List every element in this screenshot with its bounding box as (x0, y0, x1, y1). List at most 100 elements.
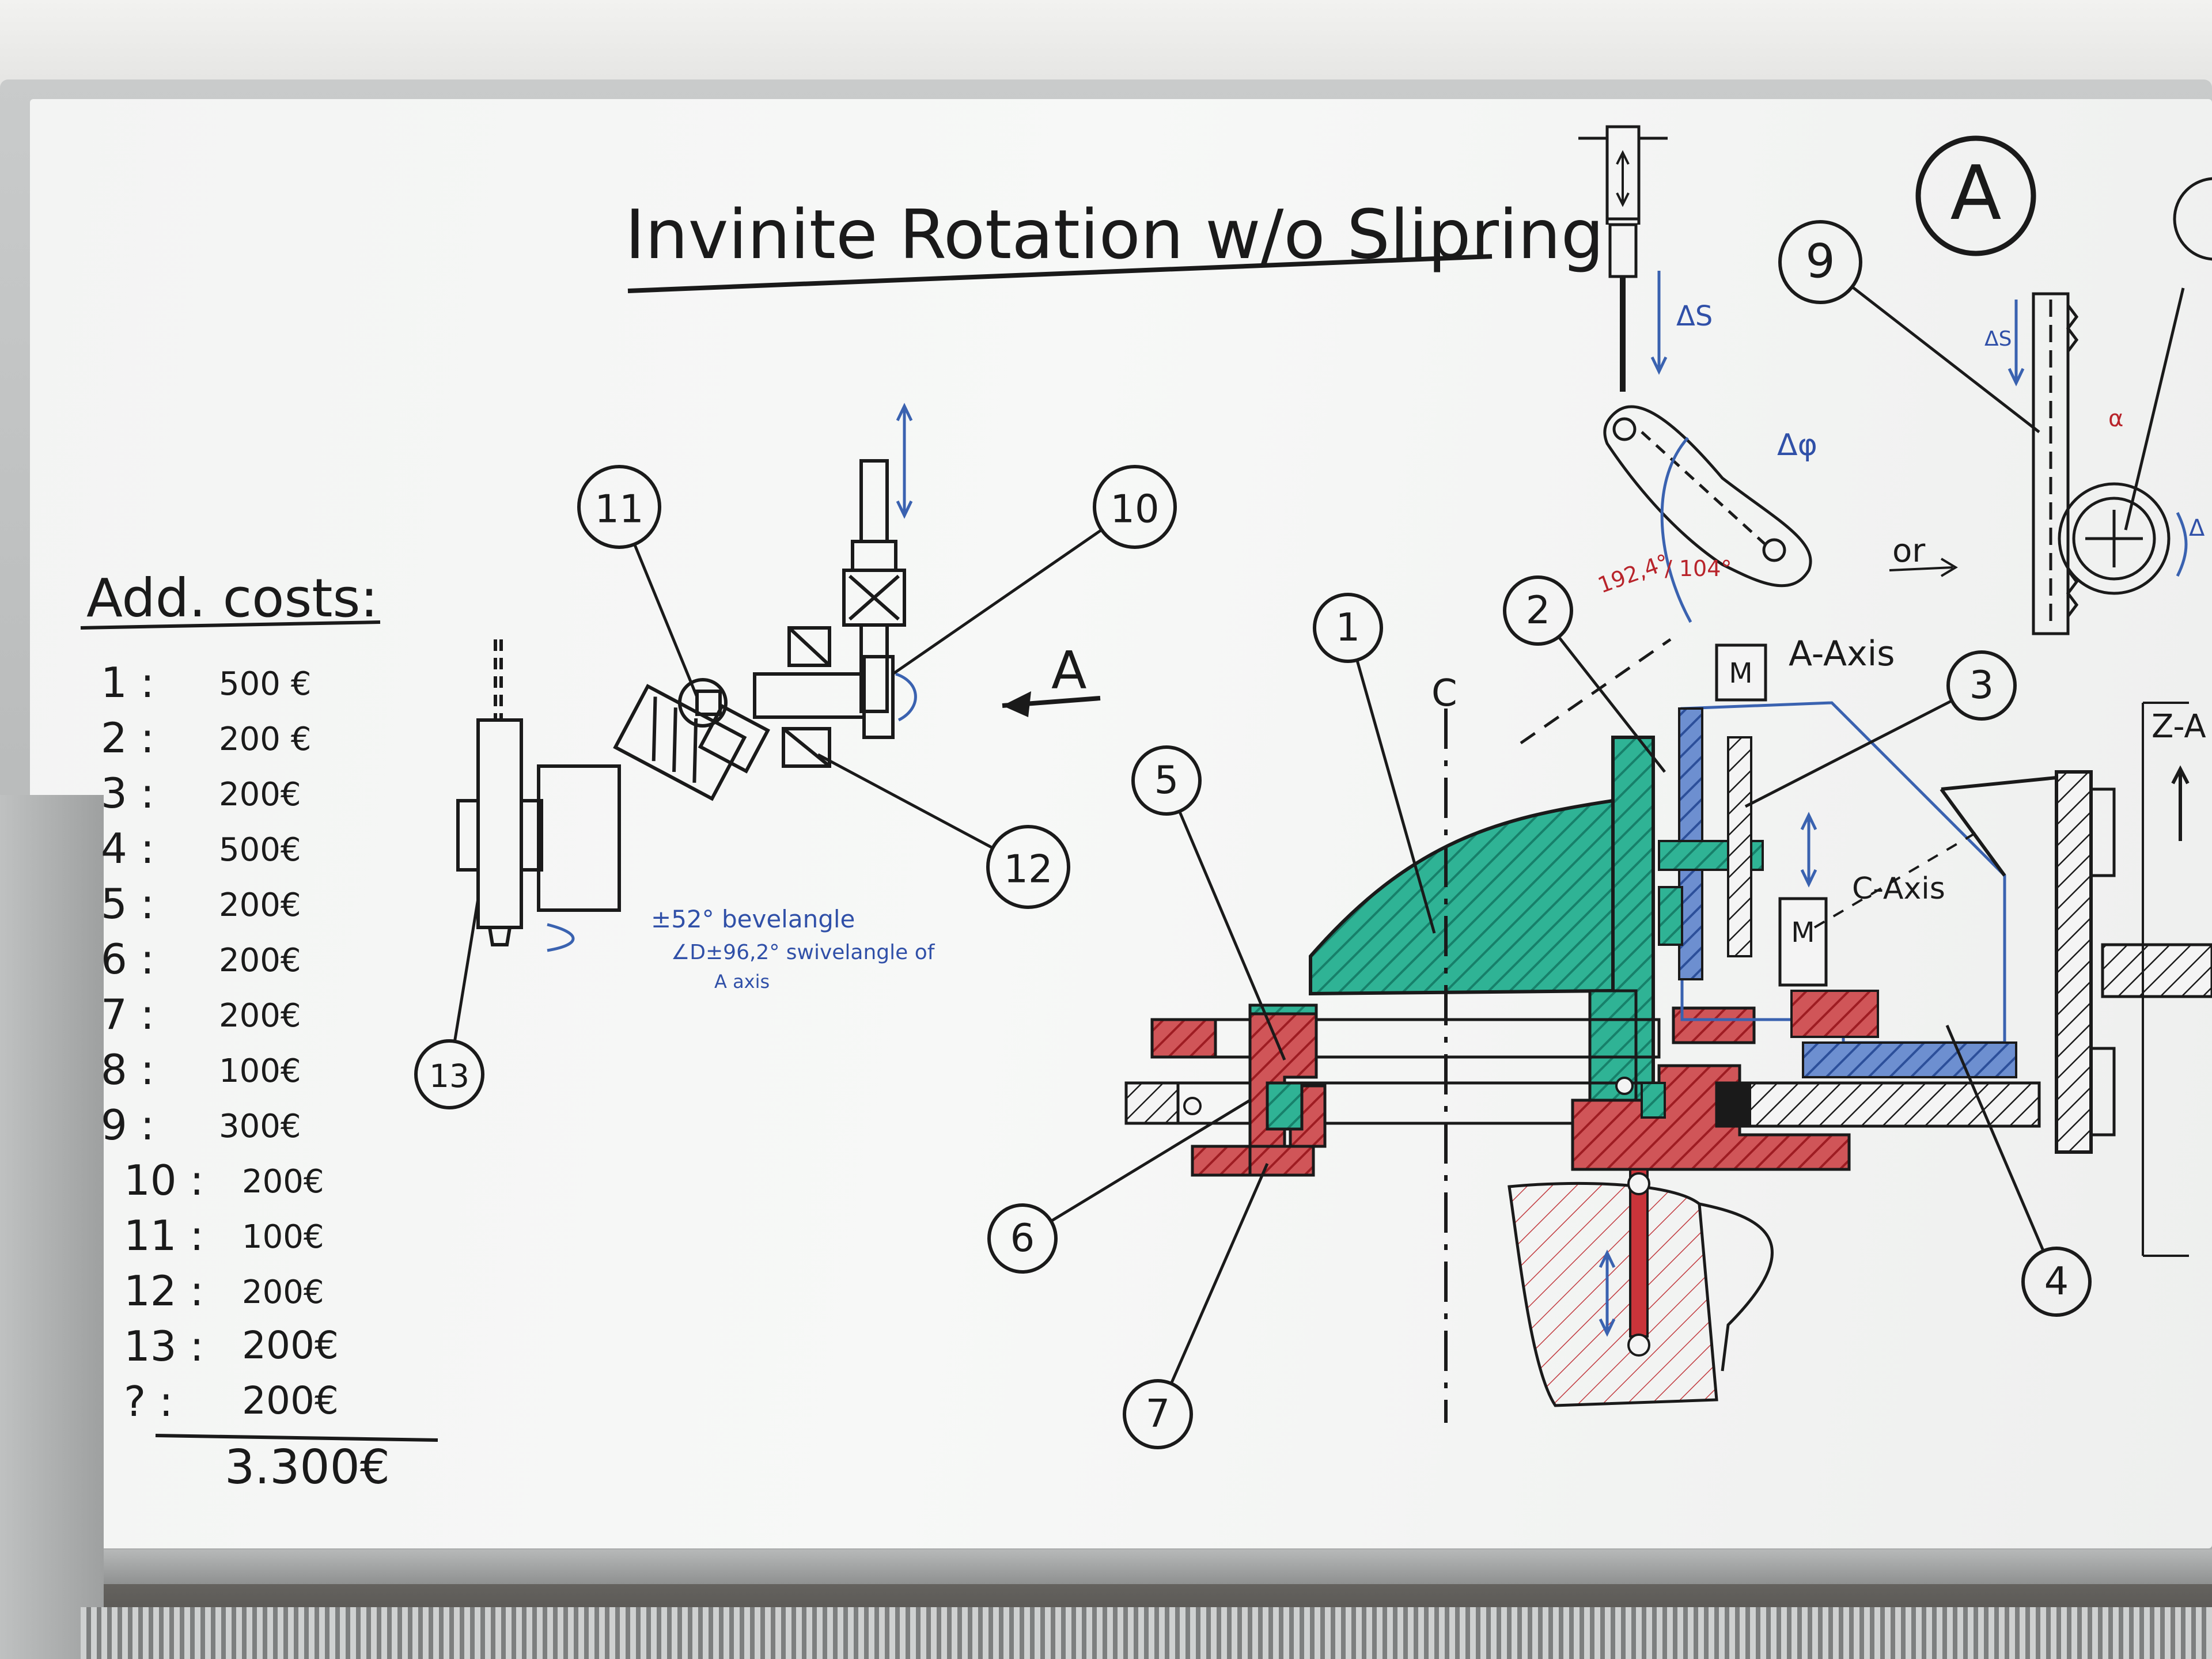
bevel-block (698, 703, 770, 774)
callout-leader (1050, 1099, 1251, 1223)
cost-item-value: 200€ (242, 1274, 324, 1311)
cost-item-value: 200€ (219, 887, 301, 924)
tool-axis (494, 639, 503, 720)
base-casting (1508, 1181, 1718, 1407)
callout-leader (1744, 699, 1953, 808)
cost-item-label: 3 : (101, 769, 154, 817)
cost-item-value: 200€ (242, 1323, 339, 1368)
callout-leader (1851, 285, 2040, 433)
cost-rows: 1 :500 €2 :200 €3 :200€4 :500€5 :200€6 :… (101, 658, 339, 1426)
callout-leader (633, 543, 699, 698)
callout-circle (986, 825, 1070, 909)
cost-item-label: 4 : (101, 824, 154, 873)
spindle-collar (851, 540, 897, 572)
board-stand (0, 795, 104, 1659)
bearing-upper-hatch (787, 626, 831, 667)
a-axis-label: A-Axis (1789, 634, 1895, 674)
swivel-head-sketch (456, 403, 917, 952)
callout-circle (1123, 1379, 1193, 1449)
cost-item-value: 200€ (242, 1163, 324, 1200)
cost-item-value: 100€ (242, 1218, 324, 1256)
callout-leader (1355, 660, 1436, 934)
callout-number: 11 (594, 487, 643, 532)
callout-circle (987, 1203, 1058, 1274)
shaft-end-red (1150, 1018, 1217, 1059)
cost-item-value: 500€ (219, 831, 301, 869)
bevel-angle-note: ±52° bevelangle (651, 905, 855, 933)
cost-sum-line (155, 1434, 438, 1442)
shaft-end-black (1124, 1081, 1180, 1125)
callout-leader (453, 898, 480, 1042)
red-pin-top (1627, 1172, 1650, 1195)
angle-label: 192,4° (1594, 549, 1672, 598)
pinion-delta-label: Δ (2189, 515, 2205, 541)
bearing-lower-hatch (782, 727, 831, 768)
callout-circle (1313, 593, 1383, 663)
z-column (2055, 770, 2093, 1154)
lever-center-line (1641, 431, 1770, 548)
or-arrow (1889, 558, 1958, 577)
cost-item-label: ? : (124, 1377, 173, 1426)
stand-grill (81, 1607, 2212, 1659)
bearing-upper (787, 626, 831, 667)
tool-bearing-right (520, 799, 543, 872)
callout-circle (1131, 745, 1202, 816)
spindle-lower (859, 623, 889, 713)
bearing-lower (782, 727, 831, 768)
pinion-outer (2058, 482, 2171, 595)
callout-number: 9 (1805, 235, 1835, 289)
or-label: or (1892, 532, 1926, 570)
cost-heading-underline (80, 620, 381, 630)
callout-leader (1169, 1162, 1269, 1384)
delta-s-arrow (1650, 271, 1668, 375)
linkage-sketch (1578, 125, 1958, 623)
cost-item-value: 200€ (219, 942, 301, 979)
c-axis-label: C-Axis (1852, 872, 1945, 906)
cost-list: Add. costs: 1 :500 €2 :200 €3 :200€4 :50… (80, 567, 438, 1495)
page-title: Invinite Rotation w/o Slipring (625, 195, 1604, 274)
callout-leader (1557, 636, 1666, 773)
green-turntable (1309, 798, 1615, 996)
shaft-rotation-arrow (895, 672, 917, 722)
callout-number: 13 (429, 1058, 469, 1094)
callout-leader (817, 753, 994, 850)
rack-teeth-bottom (2066, 569, 2079, 618)
cost-item-value: 200 € (219, 721, 311, 758)
cost-item-value: 200€ (242, 1378, 339, 1423)
callout-number: 3 (1969, 662, 1994, 707)
green-coupling-lower (1658, 886, 1683, 946)
cost-item-value: 300€ (219, 1108, 301, 1145)
cost-item-value: 200€ (219, 997, 301, 1035)
angle-label-2: / 104° (1665, 556, 1732, 581)
pinion-leader (2124, 287, 2185, 531)
slider-arrow (1616, 150, 1630, 207)
cost-item-label: 1 : (101, 658, 154, 707)
shaft-flange (862, 655, 895, 739)
callout-number: 4 (2044, 1259, 2069, 1304)
tool-housing (537, 764, 621, 912)
pin-motion-arrow (1599, 1249, 1616, 1337)
z-axis-label: Z-A (2152, 708, 2206, 745)
swivel-axis-note: A axis (714, 971, 770, 993)
swing-arc (1660, 437, 1692, 623)
rack-bar (2032, 292, 2070, 635)
callout-circle (1503, 575, 1573, 646)
frame-diagonal (1940, 788, 2006, 877)
c-axis-motor-label: M (1791, 916, 1815, 949)
title-underline (627, 254, 1493, 293)
gear-rack (1715, 1081, 2041, 1128)
frame-top-line (1941, 776, 2057, 791)
cost-item-label: 12 : (124, 1267, 204, 1315)
cost-total: 3.300€ (225, 1440, 390, 1495)
rack-delta-arrow (2008, 300, 2025, 387)
swivel-angle-note: ∠D±96,2° swivelangle of (671, 941, 935, 964)
callout-circle (414, 1039, 484, 1109)
cost-item-label: 13 : (124, 1322, 204, 1370)
tool-spindle (476, 718, 523, 929)
a-axis-motor-label: M (1729, 657, 1752, 690)
view-arrow-a-label: A (1051, 641, 1087, 701)
center-line-label: C (1431, 672, 1457, 715)
shaft-layer-top (1150, 1018, 1661, 1059)
